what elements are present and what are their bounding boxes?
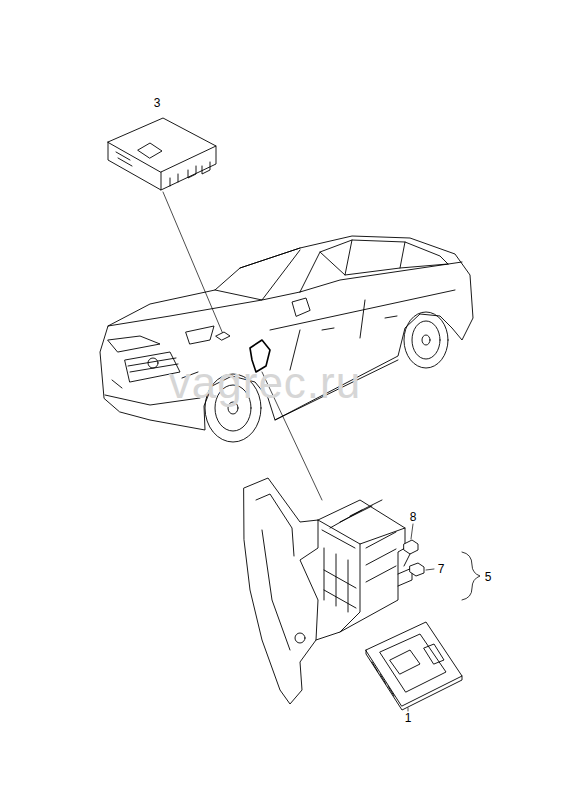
callout-number: 3 bbox=[154, 97, 161, 109]
callout-number: 8 bbox=[410, 511, 417, 523]
nut bbox=[410, 563, 424, 576]
bolt bbox=[404, 540, 418, 566]
control-module bbox=[108, 118, 216, 190]
car-illustration bbox=[100, 236, 473, 442]
watermark: vagrec.ru bbox=[169, 361, 361, 405]
callout-number: 1 bbox=[405, 712, 412, 724]
callout-number: 7 bbox=[438, 563, 445, 575]
bracket-brace bbox=[462, 552, 480, 600]
callout-number: 5 bbox=[485, 571, 492, 583]
control-unit bbox=[366, 622, 462, 710]
